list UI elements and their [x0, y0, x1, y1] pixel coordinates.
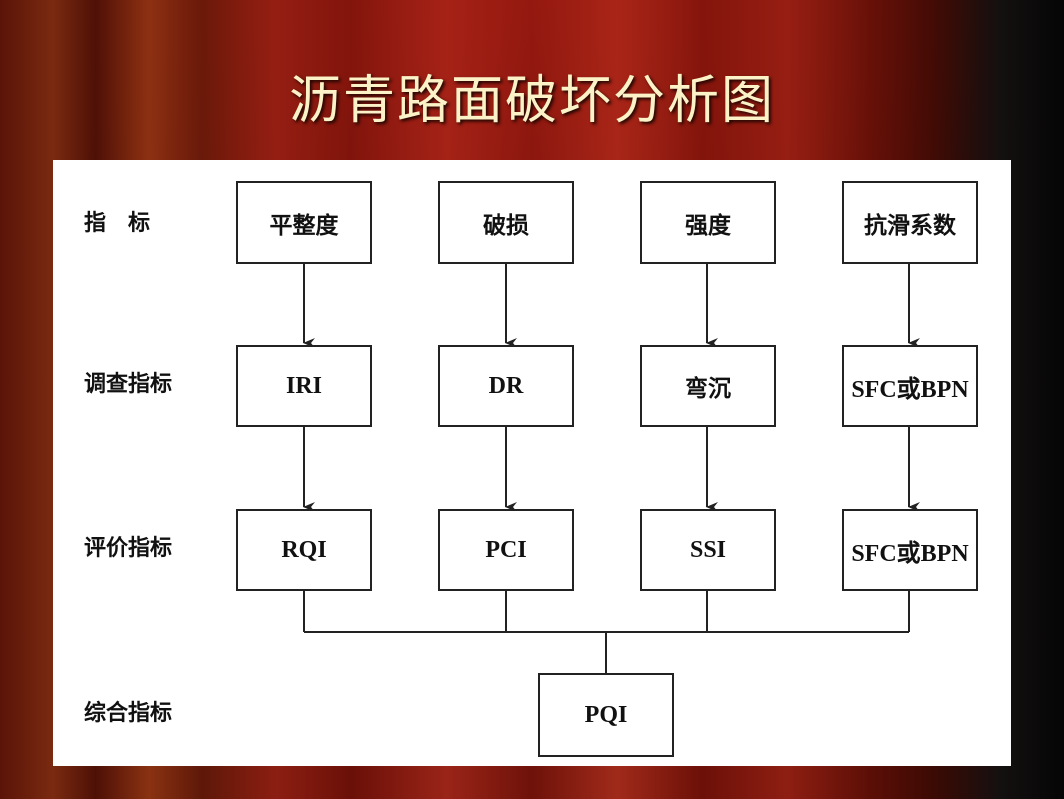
row-label-survey: 调查指标: [84, 372, 173, 397]
evaluation-box-3: SSI: [640, 509, 776, 591]
row-label-evaluation: 评价指标: [84, 536, 173, 561]
survey-box-2: DR: [438, 345, 574, 427]
indicator-box-4: 抗滑系数: [842, 181, 978, 264]
indicator-box-3: 强度: [640, 181, 776, 264]
indicator-box-2: 破损: [438, 181, 574, 264]
evaluation-box-1: RQI: [236, 509, 372, 591]
indicator-box-1: 平整度: [236, 181, 372, 264]
survey-box-4: SFC或BPN: [842, 345, 978, 427]
diagram-panel: 指 标 调查指标 评价指标 综合指标 平整度 破损 强度 抗滑系数 IRI DR…: [53, 160, 1011, 766]
survey-box-1: IRI: [236, 345, 372, 427]
evaluation-box-2: PCI: [438, 509, 574, 591]
evaluation-box-4: SFC或BPN: [842, 509, 978, 591]
row-label-indicator: 指 标: [84, 211, 151, 236]
survey-box-3: 弯沉: [640, 345, 776, 427]
composite-box: PQI: [538, 673, 674, 757]
row-label-composite: 综合指标: [84, 701, 173, 726]
slide-title: 沥青路面破坏分析图: [288, 71, 775, 131]
connector-lines: [303, 264, 920, 673]
